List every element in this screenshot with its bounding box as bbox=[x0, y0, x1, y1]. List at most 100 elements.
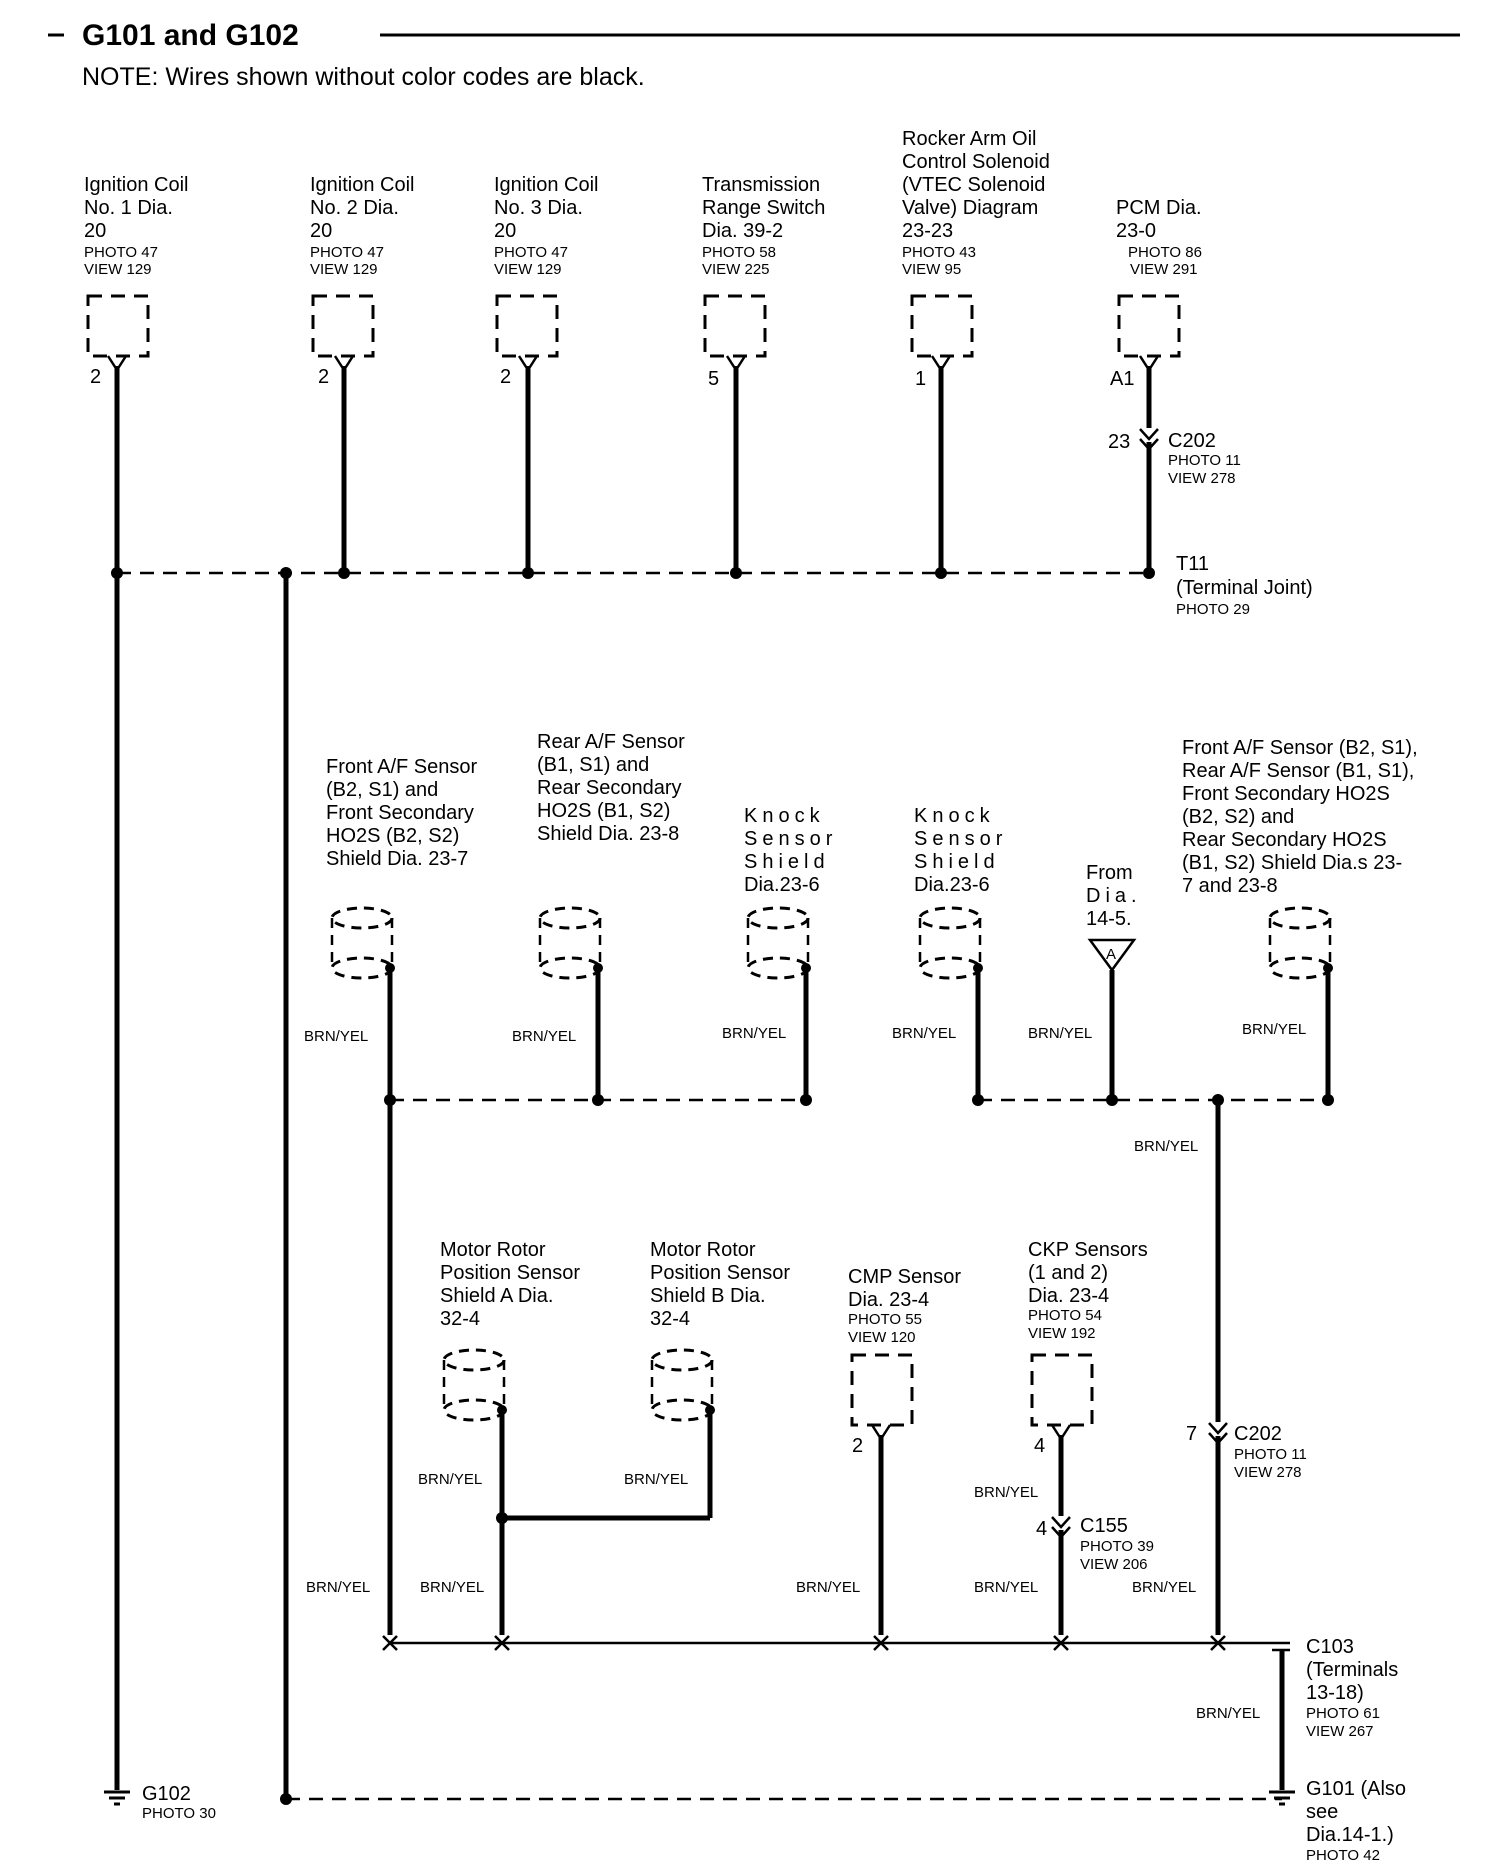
svg-text:PHOTO 47: PHOTO 47 bbox=[310, 244, 384, 261]
svg-text:2: 2 bbox=[852, 1435, 863, 1457]
svg-text:Dia.23-6: Dia.23-6 bbox=[914, 874, 990, 896]
svg-text:13-18): 13-18) bbox=[1306, 1682, 1364, 1704]
svg-text:5: 5 bbox=[708, 368, 719, 390]
svg-text:2: 2 bbox=[318, 366, 329, 388]
svg-text:VIEW 267: VIEW 267 bbox=[1306, 1723, 1374, 1740]
svg-text:A: A bbox=[1106, 946, 1116, 963]
svg-text:Sensor: Sensor bbox=[914, 828, 1007, 850]
front-af-shield: Front A/F Sensor (B2, S1) and Front Seco… bbox=[326, 756, 478, 870]
svg-text:Position Sensor: Position Sensor bbox=[650, 1262, 790, 1284]
svg-text:HO2S (B2, S2): HO2S (B2, S2) bbox=[326, 825, 459, 847]
svg-text:PHOTO 39: PHOTO 39 bbox=[1080, 1538, 1154, 1555]
svg-text:(B2, S2) and: (B2, S2) and bbox=[1182, 806, 1294, 828]
svg-text:BRN/YEL: BRN/YEL bbox=[1242, 1021, 1306, 1038]
svg-text:BRN/YEL: BRN/YEL bbox=[722, 1025, 786, 1042]
svg-text:(1 and 2): (1 and 2) bbox=[1028, 1262, 1108, 1284]
svg-text:Sensor: Sensor bbox=[744, 828, 837, 850]
svg-text:Rear A/F Sensor (B1, S1),: Rear A/F Sensor (B1, S1), bbox=[1182, 760, 1414, 782]
shield-cylinders-row1 bbox=[330, 906, 1333, 980]
svg-text:PHOTO 42: PHOTO 42 bbox=[1306, 1847, 1380, 1864]
shield-wires-row1: BRN/YEL BRN/YEL BRN/YEL BRN/YEL BRN/YEL … bbox=[304, 968, 1334, 1635]
svg-text:BRN/YEL: BRN/YEL bbox=[1132, 1579, 1196, 1596]
svg-text:VIEW 291: VIEW 291 bbox=[1130, 261, 1198, 278]
svg-text:PHOTO 58: PHOTO 58 bbox=[702, 244, 776, 261]
svg-text:VIEW 129: VIEW 129 bbox=[494, 261, 562, 278]
svg-text:7 and 23-8: 7 and 23-8 bbox=[1182, 875, 1278, 897]
svg-text:BRN/YEL: BRN/YEL bbox=[796, 1579, 860, 1596]
svg-text:Dia. 23-4: Dia. 23-4 bbox=[1028, 1285, 1109, 1307]
svg-text:Ignition Coil: Ignition Coil bbox=[494, 174, 599, 196]
svg-text:Rocker Arm Oil: Rocker Arm Oil bbox=[902, 128, 1036, 150]
svg-text:C103: C103 bbox=[1306, 1636, 1354, 1658]
svg-text:Ignition Coil: Ignition Coil bbox=[84, 174, 189, 196]
svg-text:Control Solenoid: Control Solenoid bbox=[902, 151, 1050, 173]
svg-text:T11: T11 bbox=[1176, 553, 1209, 575]
svg-text:BRN/YEL: BRN/YEL bbox=[974, 1484, 1038, 1501]
svg-text:32-4: 32-4 bbox=[650, 1308, 690, 1330]
from-dia-14-5: From Dia. 14-5. A bbox=[1086, 862, 1137, 973]
svg-text:VIEW 278: VIEW 278 bbox=[1234, 1464, 1302, 1481]
shield-icon bbox=[330, 906, 395, 980]
svg-text:Rear Secondary HO2S: Rear Secondary HO2S bbox=[1182, 829, 1387, 851]
svg-text:BRN/YEL: BRN/YEL bbox=[306, 1579, 370, 1596]
svg-text:4: 4 bbox=[1036, 1518, 1047, 1540]
rear-af-shield: Rear A/F Sensor (B1, S1) and Rear Second… bbox=[537, 731, 685, 845]
svg-text:Front Secondary HO2S: Front Secondary HO2S bbox=[1182, 783, 1390, 805]
svg-text:4: 4 bbox=[1034, 1435, 1045, 1457]
svg-text:VIEW 120: VIEW 120 bbox=[848, 1329, 916, 1346]
svg-text:Motor Rotor: Motor Rotor bbox=[650, 1239, 756, 1261]
svg-text:No. 3 Dia.: No. 3 Dia. bbox=[494, 197, 583, 219]
c202-connector-mid: 7 C202 PHOTO 11 VIEW 278 bbox=[1186, 1422, 1307, 1481]
top-wires bbox=[106, 355, 1160, 1799]
ignition-coil-3: Ignition Coil No. 3 Dia. 20 PHOTO 47 VIE… bbox=[494, 174, 599, 388]
svg-text:HO2S (B1, S2): HO2S (B1, S2) bbox=[537, 800, 670, 822]
transmission-range-switch: Transmission Range Switch Dia. 39-2 PHOT… bbox=[702, 174, 825, 390]
svg-text:PHOTO 54: PHOTO 54 bbox=[1028, 1307, 1102, 1324]
vtec-solenoid-valve: Rocker Arm Oil Control Solenoid (VTEC So… bbox=[902, 128, 1050, 390]
knock-sensor-shield-1: Knock Sensor Shield Dia.23-6 bbox=[744, 805, 837, 896]
cmp-sensor: CMP Sensor Dia. 23-4 PHOTO 55 VIEW 120 2 bbox=[848, 1266, 961, 1457]
svg-text:VIEW 206: VIEW 206 bbox=[1080, 1556, 1148, 1573]
svg-text:see: see bbox=[1306, 1801, 1338, 1823]
svg-text:(Terminals: (Terminals bbox=[1306, 1659, 1398, 1681]
svg-text:Motor Rotor: Motor Rotor bbox=[440, 1239, 546, 1261]
svg-text:Shield Dia. 23-8: Shield Dia. 23-8 bbox=[537, 823, 679, 845]
svg-text:Front A/F Sensor: Front A/F Sensor bbox=[326, 756, 478, 778]
svg-text:Ignition Coil: Ignition Coil bbox=[310, 174, 415, 196]
svg-text:Dia. 39-2: Dia. 39-2 bbox=[702, 220, 783, 242]
ignition-coil-1: Ignition Coil No. 1 Dia. 20 PHOTO 47 VIE… bbox=[84, 174, 189, 388]
svg-text:Rear Secondary: Rear Secondary bbox=[537, 777, 682, 799]
svg-text:20: 20 bbox=[310, 220, 332, 242]
svg-text:BRN/YEL: BRN/YEL bbox=[624, 1471, 688, 1488]
svg-text:PHOTO 29: PHOTO 29 bbox=[1176, 601, 1250, 618]
svg-text:CMP Sensor: CMP Sensor bbox=[848, 1266, 961, 1288]
svg-text:VIEW 278: VIEW 278 bbox=[1168, 470, 1236, 487]
svg-text:BRN/YEL: BRN/YEL bbox=[418, 1471, 482, 1488]
svg-text:From: From bbox=[1086, 862, 1133, 884]
svg-text:BRN/YEL: BRN/YEL bbox=[512, 1028, 576, 1045]
svg-text:Transmission: Transmission bbox=[702, 174, 820, 196]
shield-icon bbox=[650, 1348, 715, 1422]
svg-text:23: 23 bbox=[1108, 431, 1130, 453]
svg-text:Knock: Knock bbox=[744, 805, 825, 827]
c155-connector: 4 C155 PHOTO 39 VIEW 206 bbox=[1036, 1515, 1154, 1573]
shield-icon bbox=[746, 906, 811, 980]
svg-text:PHOTO 61: PHOTO 61 bbox=[1306, 1705, 1380, 1722]
shield-icon bbox=[538, 906, 603, 980]
svg-text:BRN/YEL: BRN/YEL bbox=[1028, 1025, 1092, 1042]
svg-text:Valve) Diagram: Valve) Diagram bbox=[902, 197, 1038, 219]
svg-text:Knock: Knock bbox=[914, 805, 995, 827]
svg-text:Shield B Dia.: Shield B Dia. bbox=[650, 1285, 766, 1307]
svg-text:VIEW 192: VIEW 192 bbox=[1028, 1325, 1096, 1342]
svg-text:Dia.14-1.): Dia.14-1.) bbox=[1306, 1824, 1394, 1846]
svg-text:20: 20 bbox=[494, 220, 516, 242]
svg-text:PHOTO 86: PHOTO 86 bbox=[1128, 244, 1202, 261]
svg-text:Rear A/F Sensor: Rear A/F Sensor bbox=[537, 731, 685, 753]
svg-text:BRN/YEL: BRN/YEL bbox=[420, 1579, 484, 1596]
svg-text:PCM Dia.: PCM Dia. bbox=[1116, 197, 1202, 219]
ckp-sensors: CKP Sensors (1 and 2) Dia. 23-4 PHOTO 54… bbox=[1028, 1239, 1148, 1457]
g102-ground: G102 PHOTO 30 bbox=[104, 1783, 216, 1822]
svg-text:No. 1 Dia.: No. 1 Dia. bbox=[84, 197, 173, 219]
svg-text:Dia. 23-4: Dia. 23-4 bbox=[848, 1289, 929, 1311]
